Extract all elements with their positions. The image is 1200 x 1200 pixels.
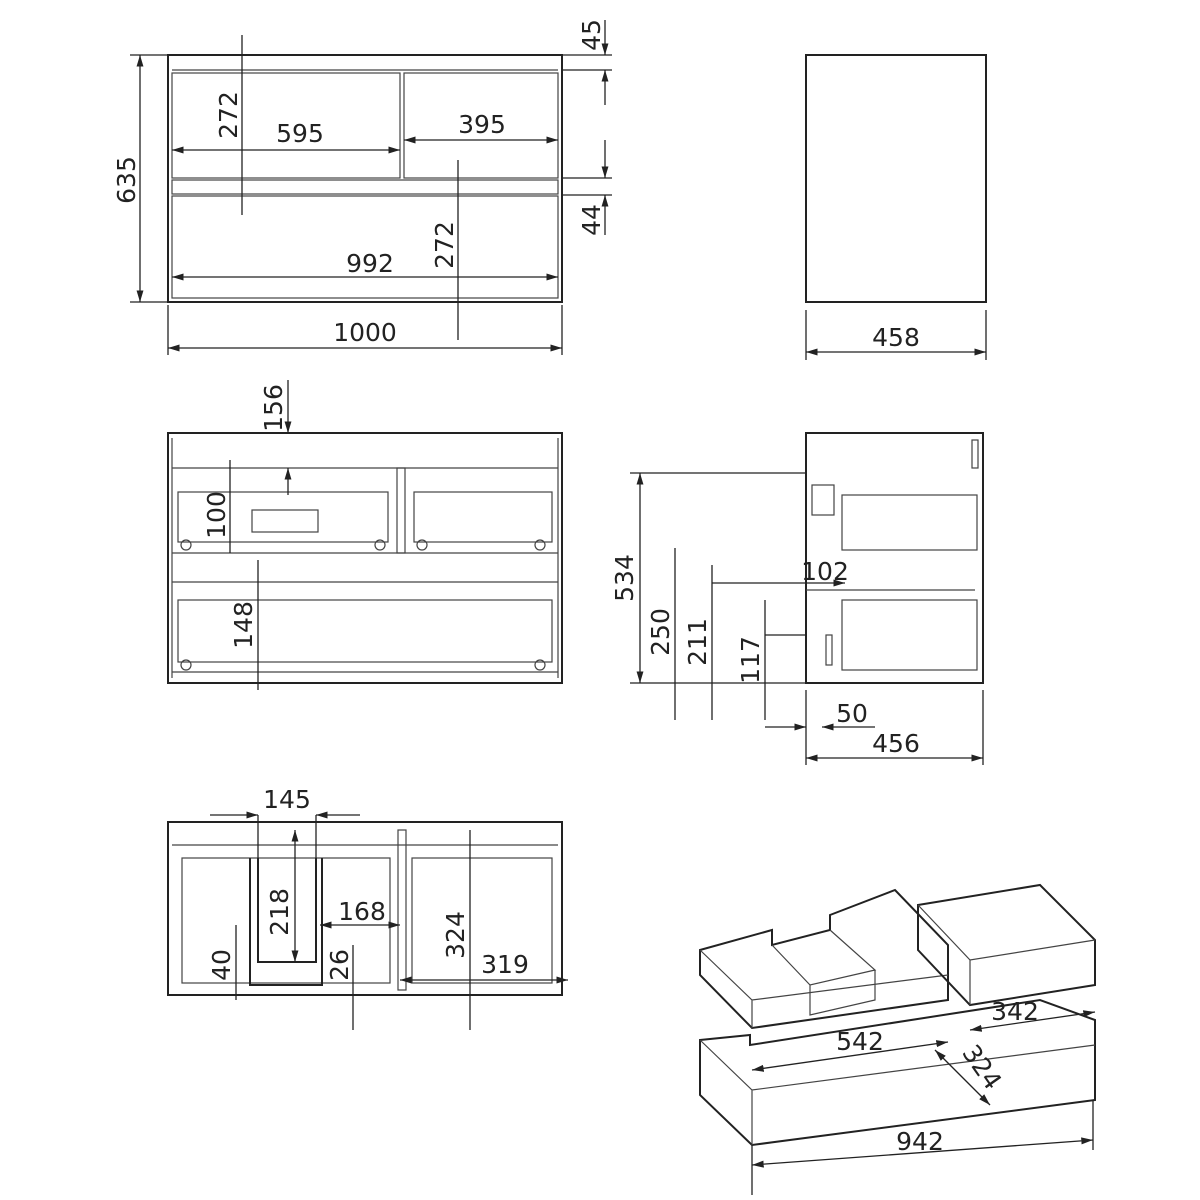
side-view: 458 [805, 54, 987, 360]
dim-cutout-width: 145 [263, 785, 311, 814]
dim-iso-lower-drawer-width: 942 [896, 1127, 944, 1156]
dim-319: 319 [481, 950, 529, 979]
dim-456: 456 [872, 729, 920, 758]
isometric-view: 542 342 324 942 [699, 883, 1096, 1195]
dim-overall-width: 1000 [333, 318, 397, 347]
dim-26: 26 [325, 949, 354, 981]
dim-250: 250 [646, 608, 675, 656]
dim-211: 211 [683, 618, 712, 666]
dim-drawer-depth: 324 [441, 911, 470, 959]
dim-50: 50 [836, 699, 868, 728]
front-view: 635 1000 595 395 272 992 272 45 44 [112, 19, 612, 355]
dim-102: 102 [801, 557, 849, 586]
dim-overall-height: 635 [112, 156, 141, 204]
open-front-view: 156 100 148 [167, 380, 563, 690]
dim-168: 168 [338, 897, 386, 926]
dim-top-rail: 45 [577, 19, 606, 51]
dim-534: 534 [610, 554, 639, 602]
dim-lower-drawer-width: 992 [346, 249, 394, 278]
dim-middle-rail: 44 [577, 204, 606, 236]
dim-117: 117 [736, 636, 765, 684]
dim-right-drawer-width: 395 [458, 110, 506, 139]
dim-upper-drawer-inner-height: 100 [202, 491, 231, 539]
dim-iso-left-drawer-width: 542 [836, 1027, 884, 1056]
side-section-view: 534 250 211 117 102 50 456 [610, 432, 984, 765]
dim-top-clearance: 156 [259, 384, 288, 432]
dim-lower-drawer-inner-height: 148 [229, 601, 258, 649]
dim-iso-right-drawer-width: 342 [991, 997, 1039, 1026]
dim-iso-drawer-depth: 324 [956, 1039, 1007, 1095]
dim-upper-drawer-height: 272 [214, 91, 243, 139]
top-view: 145 218 168 324 40 26 319 [167, 785, 568, 1030]
dim-lower-drawer-height: 272 [430, 221, 459, 269]
dim-left-drawer-width: 595 [276, 119, 324, 148]
dim-overall-depth: 458 [872, 323, 920, 352]
dim-40: 40 [207, 949, 236, 981]
dim-cutout-depth: 218 [265, 888, 294, 936]
